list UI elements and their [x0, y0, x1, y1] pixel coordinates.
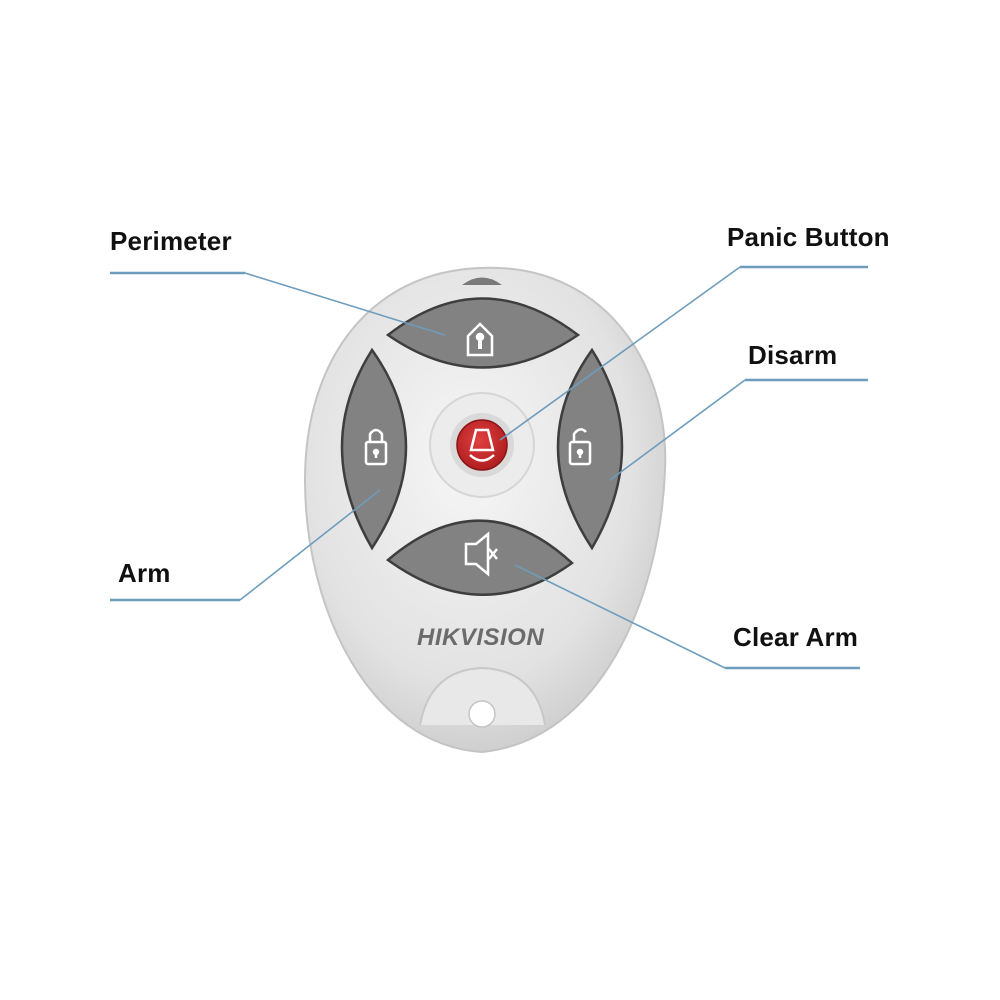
locked-padlock-icon: [364, 428, 388, 466]
label-disarm: Disarm: [748, 340, 838, 370]
house-lock-icon: [466, 322, 494, 357]
unlocked-padlock-icon: [568, 428, 592, 466]
label-panic-button: Panic Button: [727, 222, 890, 252]
keyring-hole: [468, 700, 496, 728]
perimeter-button[interactable]: [385, 297, 581, 369]
leader-lines: [110, 265, 868, 670]
label-perimeter: Perimeter: [110, 226, 232, 256]
speaker-mute-icon: [464, 531, 498, 577]
panic-button[interactable]: [450, 413, 514, 477]
arm-button[interactable]: [340, 347, 408, 551]
disarm-button[interactable]: [556, 347, 624, 551]
label-arm: Arm: [118, 558, 171, 588]
brand-logo: HIKVISION: [417, 624, 545, 651]
clear-arm-button[interactable]: [385, 519, 574, 596]
label-clear-arm: Clear Arm: [733, 622, 859, 652]
bell-icon: [469, 428, 495, 462]
